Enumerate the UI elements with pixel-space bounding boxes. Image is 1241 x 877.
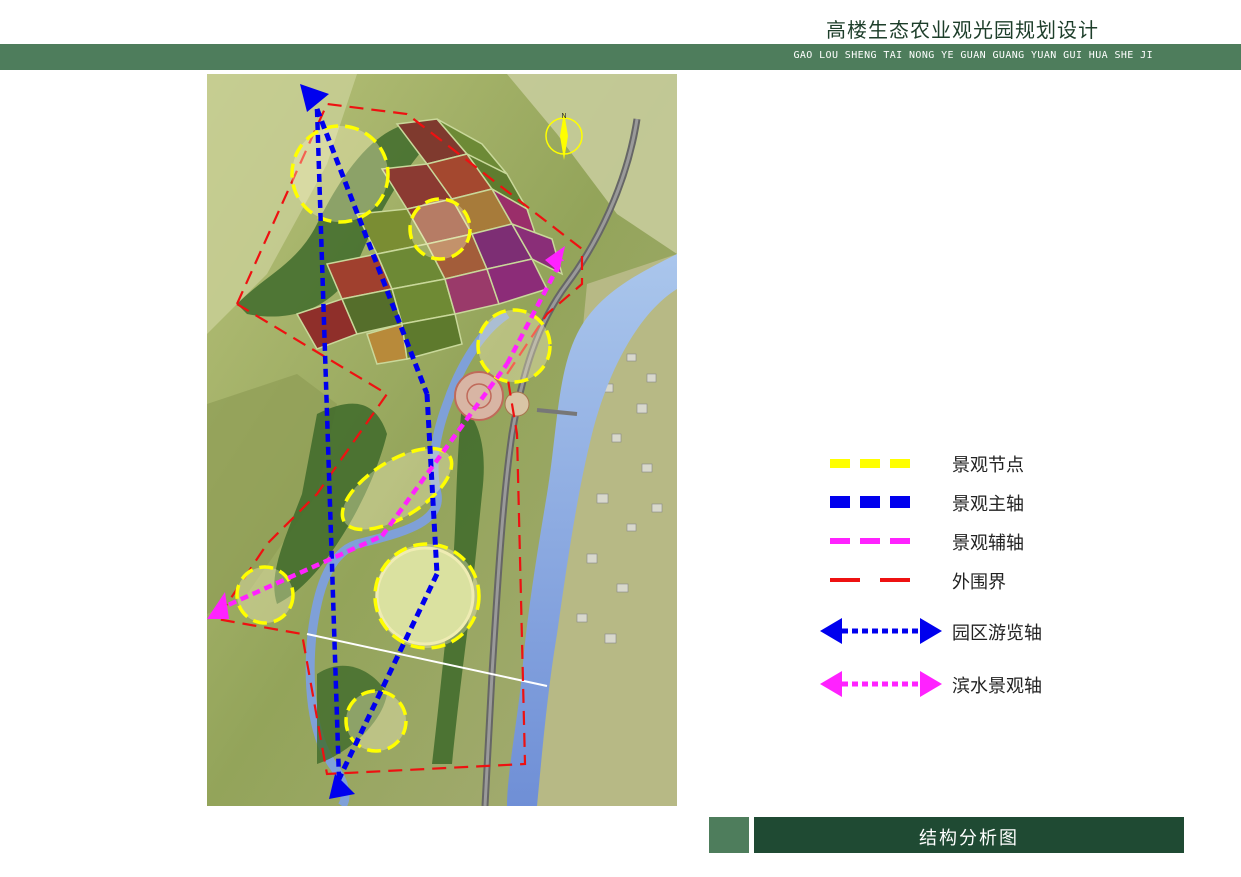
waterfront-axis-segment — [505, 257, 564, 366]
central-lawn — [375, 546, 475, 646]
legend-item-main-axis: 景观主轴 — [820, 487, 1080, 517]
compass-north-label: N — [561, 112, 566, 120]
main-axis-segment — [424, 393, 440, 575]
road-bridge — [536, 408, 578, 416]
waterfront-axis-arrow-tail — [207, 592, 229, 619]
legend-swatch-blue-dash — [830, 496, 910, 508]
legend-swatch-yellow-dash — [830, 459, 910, 468]
main-axis-arrow-tail — [329, 774, 355, 799]
main-axis-segment — [314, 108, 430, 395]
legend-swatch-magenta-dash — [830, 538, 910, 544]
outer-boundary — [215, 102, 584, 776]
plaza-ring — [466, 383, 492, 409]
legend-item-tour-axis: 园区游览轴 — [820, 616, 1100, 646]
legend-item-landscape-node: 景观节点 — [820, 448, 1080, 478]
legend-label: 外围界 — [952, 572, 1006, 593]
plaza — [454, 371, 504, 421]
legend-swatch-red-dash — [830, 578, 910, 582]
main-axis-arrow-head — [300, 84, 329, 112]
page-subtitle: GAO LOU SHENG TAI NONG YE GUAN GUANG YUA… — [793, 50, 1153, 61]
waterfront-axis-arrow-head — [545, 246, 565, 272]
page-title: 高楼生态农业观光园规划设计 — [826, 18, 1099, 42]
waterfront-axis-segment — [380, 362, 509, 538]
legend-item-secondary-axis: 景观辅轴 — [820, 526, 1080, 556]
legend-label: 滨水景观轴 — [952, 676, 1042, 697]
pavilion — [504, 391, 530, 417]
legend-item-waterfront-axis: 滨水景观轴 — [820, 669, 1100, 699]
highway-lane — [483, 118, 639, 806]
hill-terrain — [207, 374, 337, 614]
east-bank — [517, 254, 677, 806]
site-plan-drawing: N — [207, 74, 677, 806]
main-axis-segment — [336, 572, 440, 781]
site-plan-map: N — [207, 74, 677, 806]
river — [507, 254, 677, 806]
legend-label: 景观节点 — [952, 455, 1024, 476]
legend-label: 园区游览轴 — [952, 623, 1042, 644]
legend-item-outer-boundary: 外围界 — [820, 565, 1080, 595]
waterfront-axis-segment — [216, 533, 383, 613]
footer-bar: 结构分析图 — [754, 817, 1184, 853]
legend-swatch-blue-double-arrow — [820, 618, 942, 644]
main-axis-line — [314, 108, 342, 780]
footbridge — [306, 633, 548, 687]
drawing-title: 结构分析图 — [919, 828, 1019, 849]
legend-label: 景观辅轴 — [952, 533, 1024, 554]
legend-label: 景观主轴 — [952, 494, 1024, 515]
footer-accent — [709, 817, 749, 853]
compass: N — [545, 112, 583, 160]
legend-swatch-magenta-double-arrow — [820, 671, 942, 697]
title-bar: GAO LOU SHENG TAI NONG YE GUAN GUANG YUA… — [0, 44, 1241, 70]
farm-plots — [295, 118, 564, 365]
